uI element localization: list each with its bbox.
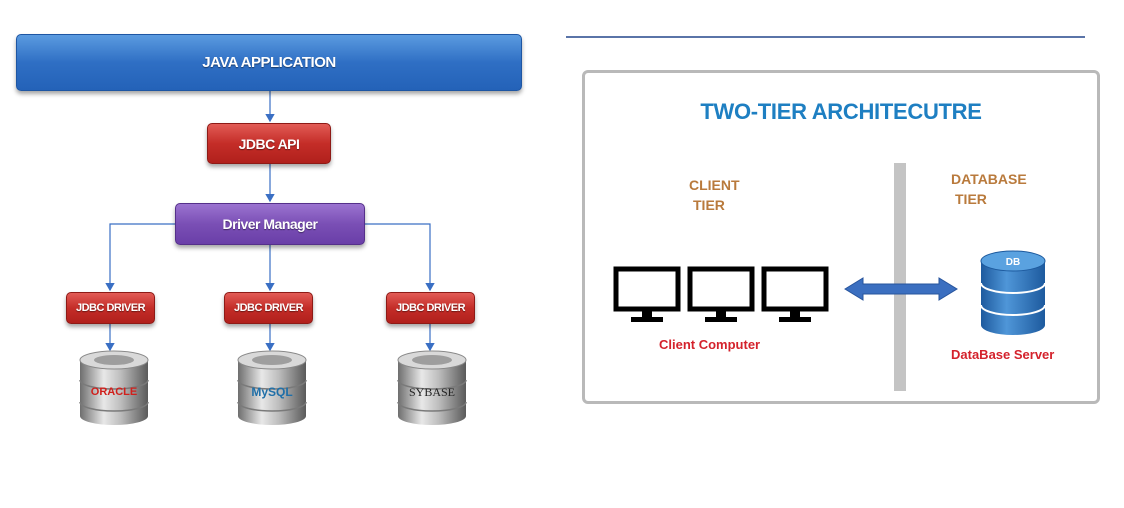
- double-arrow-icon: [844, 277, 958, 301]
- oracle-database-icon: ORACLE: [79, 350, 149, 425]
- mysql-database-icon: MySQL: [237, 350, 307, 425]
- java-application-box: JAVA APPLICATION: [16, 34, 522, 91]
- jdbc-driver-box: JDBC DRIVER: [386, 292, 475, 324]
- tier-divider: [894, 163, 906, 391]
- oracle-label: ORACLE: [91, 386, 137, 398]
- db-icon-label: DB: [1006, 257, 1020, 268]
- driver-manager-box: Driver Manager: [175, 203, 365, 245]
- client-computers-icon: [613, 266, 829, 322]
- jdbc-driver-box: JDBC DRIVER: [66, 292, 155, 324]
- top-divider-line: [566, 36, 1085, 38]
- monitor-icon: [613, 266, 681, 322]
- database-server-label: DataBase Server: [951, 347, 1055, 362]
- sybase-database-icon: SYBASE: [397, 350, 467, 425]
- sybase-label: SYBASE: [409, 385, 455, 399]
- arrow-manager-to-driver-1: [105, 223, 175, 292]
- mysql-label: MySQL: [251, 385, 292, 399]
- monitor-icon: [761, 266, 829, 322]
- database-server-icon: DB: [980, 250, 1046, 335]
- jdbc-api-box: JDBC API: [207, 123, 331, 164]
- monitor-icon: [687, 266, 755, 322]
- two-tier-title: TWO-TIER ARCHITECUTRE: [700, 99, 982, 124]
- client-computer-label: Client Computer: [659, 337, 761, 352]
- jdbc-driver-box: JDBC DRIVER: [224, 292, 313, 324]
- arrow-manager-to-driver-3: [365, 223, 435, 292]
